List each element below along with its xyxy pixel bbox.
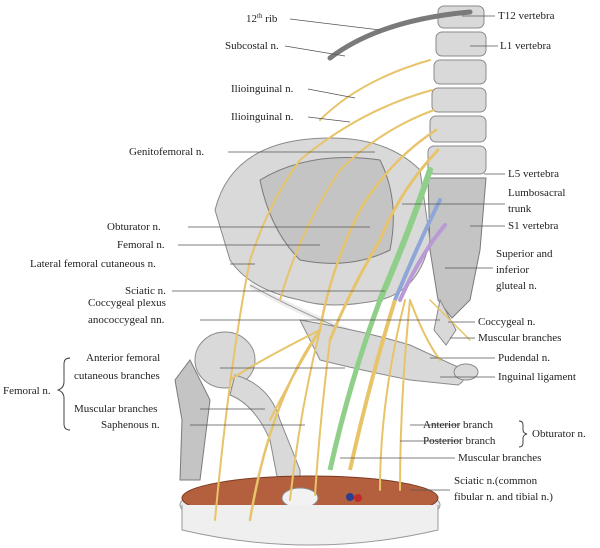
label-sciatic-n: Sciatic n.	[125, 285, 166, 297]
label-muscular-branches-left: Muscular branches	[74, 403, 157, 415]
label-muscular-branches-right: Muscular branches	[478, 332, 561, 344]
label-lateral-femoral-cutaneous: Lateral femoral cutaneous n.	[30, 258, 156, 270]
label-gluteal-2: inferior	[496, 264, 529, 276]
label-obturator-n: Obturator n.	[107, 221, 161, 233]
label-coccygeal-n: Coccygeal n.	[478, 316, 536, 328]
label-gluteal-1: Superior and	[496, 248, 553, 260]
label-posterior-branch: Posterior branch	[423, 435, 496, 447]
label-l5: L5 vertebra	[508, 168, 559, 180]
label-inguinal-ligament: Inguinal ligament	[498, 371, 576, 383]
leader-lines	[172, 15, 505, 491]
obturator-brace	[518, 420, 528, 448]
label-ilioinguinal-2: Ilioinguinal n.	[231, 111, 294, 123]
label-l1: L1 vertebra	[500, 40, 551, 52]
nerves	[214, 59, 471, 522]
label-femoral-n: Femoral n.	[117, 239, 165, 251]
label-lumbosacral-1: Lumbosacral	[508, 187, 565, 199]
label-rib12: 12th rib	[246, 12, 278, 25]
label-coccygeal-plexus: Coccygeal plexus	[88, 297, 166, 309]
label-saphenous: Saphenous n.	[101, 419, 160, 431]
label-subcostal: Subcostal n.	[225, 40, 279, 52]
femoral-brace	[56, 357, 71, 431]
label-anterior-femoral-cutaneous-1: Anterior femoral	[86, 352, 160, 364]
vertebral-column	[427, 5, 487, 346]
label-pudendal: Pudendal n.	[498, 352, 550, 364]
label-anococcygeal: anococcygeal nn.	[88, 314, 165, 326]
label-lumbosacral-2: trunk	[508, 203, 532, 215]
label-ilioinguinal-1: Ilioinguinal n.	[231, 83, 294, 95]
labels: 12th rib Subcostal n. Ilioinguinal n. Il…	[3, 10, 586, 503]
rib-12	[327, 9, 473, 61]
illustration	[174, 5, 487, 546]
label-muscular-branches-bottom: Muscular branches	[458, 452, 541, 464]
label-anterior-branch: Anterior branch	[423, 419, 493, 431]
label-t12: T12 vertebra	[498, 10, 555, 22]
label-femoral-group: Femoral n.	[3, 385, 51, 397]
label-anterior-femoral-cutaneous-2: cutaneous branches	[74, 370, 160, 382]
label-gluteal-3: gluteal n.	[496, 280, 537, 292]
label-sciatic-common-1: Sciatic n.(common	[454, 475, 538, 487]
femur	[174, 331, 301, 493]
label-sciatic-common-2: fibular n. and tibial n.)	[454, 491, 553, 503]
label-obturator-group: Obturator n.	[532, 428, 586, 440]
label-s1: S1 vertebra	[508, 220, 559, 232]
label-genitofemoral: Genitofemoral n.	[129, 146, 204, 158]
thigh-cross-section	[179, 475, 441, 546]
